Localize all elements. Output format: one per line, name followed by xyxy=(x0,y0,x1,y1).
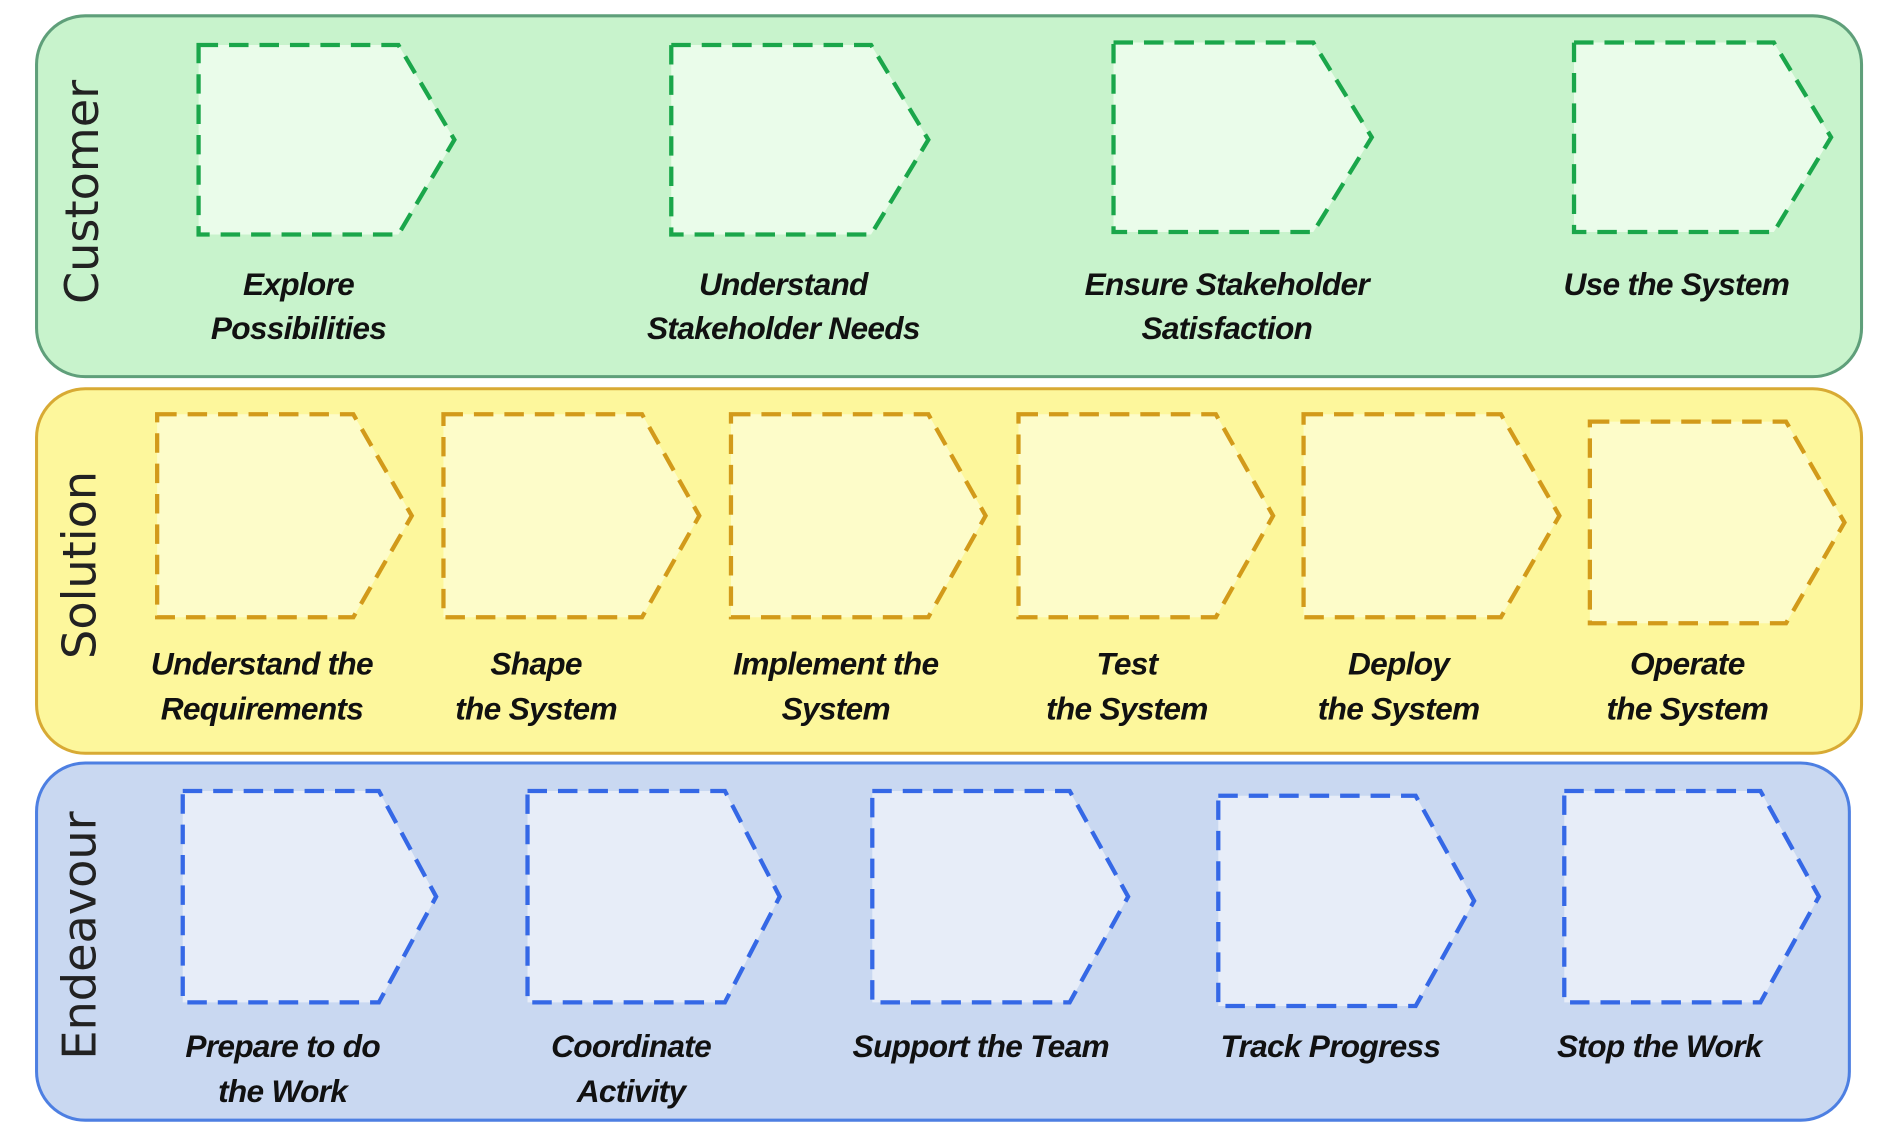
activity-space-arrow-shape xyxy=(1016,412,1276,620)
activity-space-label: Stakeholder Needs xyxy=(647,310,920,346)
activity-space[interactable]: Support the Team xyxy=(853,788,1131,1064)
activity-space-label: Understand xyxy=(699,266,869,302)
activity-space-label: Requirements xyxy=(161,690,364,726)
activity-space-arrow-shape xyxy=(1216,793,1477,1009)
lane-title: Solution xyxy=(52,471,106,659)
lane-title: Customer xyxy=(55,80,109,304)
activity-space-arrow-shape xyxy=(196,42,457,237)
activity-space-arrow-shape xyxy=(870,788,1131,1005)
activity-space-arrow-shape xyxy=(1111,40,1375,235)
activity-space-label: Stop the Work xyxy=(1557,1028,1764,1064)
activity-space-arrow-shape xyxy=(441,412,702,620)
activity-space-label: Shape xyxy=(490,645,582,681)
activity-space-label: Prepare to do xyxy=(185,1028,380,1064)
activity-space-label: Use the System xyxy=(1564,266,1790,302)
activity-space-label: Operate xyxy=(1630,645,1745,681)
activity-space-label: Implement the xyxy=(733,645,938,681)
lane-panel xyxy=(35,14,1864,379)
activity-space[interactable]: Operate the System xyxy=(1587,419,1847,727)
activity-space-label: Satisfaction xyxy=(1141,310,1312,346)
activity-space-arrow-shape xyxy=(1562,788,1822,1005)
activity-space-label: Activity xyxy=(576,1073,688,1109)
activity-space-arrow-shape xyxy=(728,412,989,620)
activity-space[interactable]: Use the System xyxy=(1564,40,1834,303)
activity-space-label: Support the Team xyxy=(853,1028,1109,1064)
activity-space-label: Possibilities xyxy=(211,310,386,346)
activity-space-label: Coordinate xyxy=(551,1028,711,1064)
activity-space-label: the System xyxy=(455,690,617,726)
activity-space-label: Explore xyxy=(243,266,354,302)
activity-space-label: the System xyxy=(1606,690,1768,726)
activity-space-label: the Work xyxy=(218,1073,349,1109)
activity-space-label: Deploy xyxy=(1348,645,1451,681)
activity-space-label: Ensure Stakeholder xyxy=(1085,266,1372,302)
activity-space-label: Track Progress xyxy=(1220,1028,1440,1064)
activity-space[interactable]: Deploy the System xyxy=(1301,412,1562,726)
activity-space-arrow-shape xyxy=(1587,419,1847,626)
activity-space-label: the System xyxy=(1318,690,1480,726)
lane-title: Endeavour xyxy=(52,811,106,1059)
activity-space-label: Understand the xyxy=(151,645,373,681)
activity-space-label: the System xyxy=(1046,690,1208,726)
activity-space[interactable]: Track Progress xyxy=(1216,793,1477,1064)
activity-space[interactable]: Prepare to do the Work xyxy=(180,788,439,1109)
activity-space-arrow-shape xyxy=(1571,40,1834,235)
activity-space-arrow-shape xyxy=(155,412,415,620)
activity-space-label: System xyxy=(782,690,890,726)
activity-space-arrow-shape xyxy=(1301,412,1562,620)
activity-space-arrow-shape xyxy=(525,788,783,1005)
activity-space-arrow-shape xyxy=(669,42,931,237)
activity-space-label: Test xyxy=(1096,645,1159,681)
activity-space-arrow-shape xyxy=(180,788,439,1005)
activity-space[interactable]: Shape the System xyxy=(441,412,702,726)
activity-space[interactable]: Stop the Work xyxy=(1557,788,1822,1064)
activity-space[interactable]: Test the System xyxy=(1016,412,1276,726)
